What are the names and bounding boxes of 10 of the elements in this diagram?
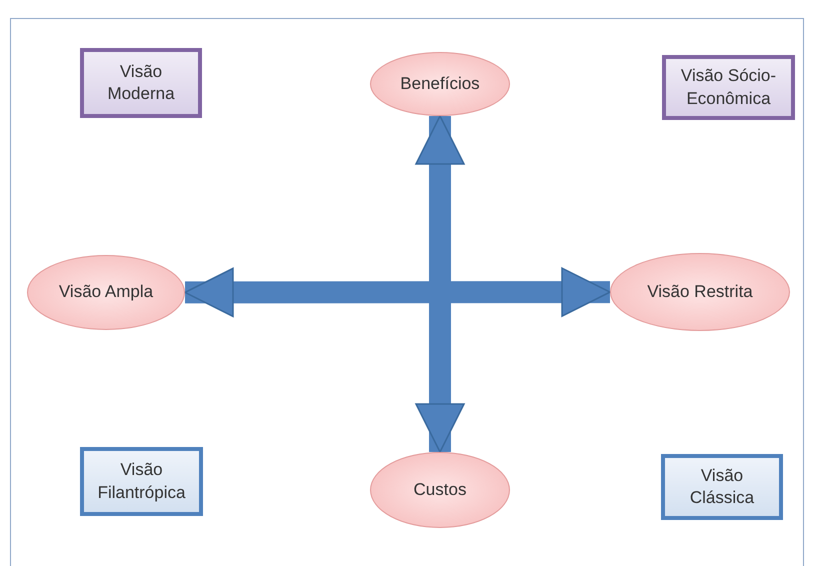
ellipse-node: Custos <box>370 452 510 528</box>
double-arrow <box>415 115 465 453</box>
ellipse-node: Visão Ampla <box>27 255 185 330</box>
view-box: Visão Sócio-Econômica <box>662 55 795 120</box>
double-arrow <box>184 267 611 318</box>
view-box: Visão Filantrópica <box>80 447 203 516</box>
ellipse-node: Visão Restrita <box>610 253 790 331</box>
ellipse-node: Benefícios <box>370 52 510 116</box>
view-box: Visão Moderna <box>80 48 202 118</box>
view-box: Visão Clássica <box>661 454 783 520</box>
